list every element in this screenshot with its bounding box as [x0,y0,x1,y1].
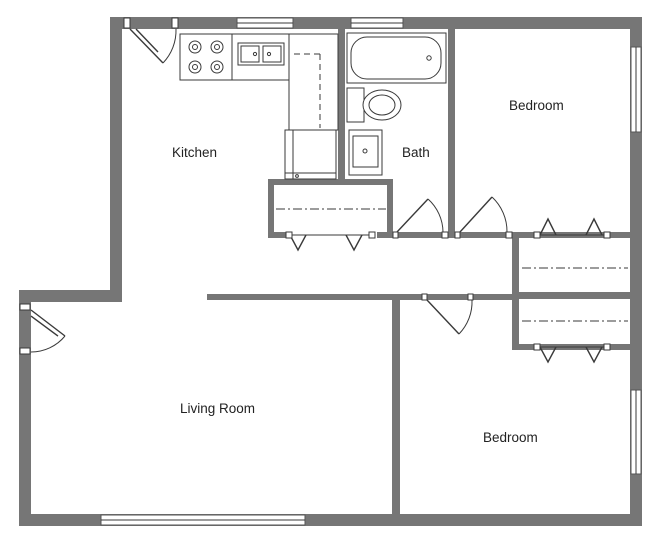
closet-rods [276,208,628,322]
wall-kitchen-closet-bottom-r [377,232,393,238]
lower-closet-doors [533,343,611,364]
stove [179,33,233,81]
burner-icon [210,40,224,54]
bath-fixtures [346,32,447,176]
toilet [362,89,402,121]
burner-icon [188,60,202,74]
room-label-bedroom-2: Bedroom [483,430,538,445]
wall-kitchen-left [110,17,122,302]
kitchen-fixtures [179,33,339,180]
wall-closets-left [512,232,519,350]
kitchen-closet-doors [285,231,376,252]
wall-step [19,290,122,302]
toilet-tank [346,87,365,123]
upper-closet-doors [533,217,611,239]
bathtub [346,32,447,84]
wall-living-bedroom [392,294,400,520]
room-label-bedroom-1: Bedroom [509,98,564,113]
wall-living-left [19,290,31,526]
bedroom-2-door [421,293,474,335]
entry-door-top [123,17,179,64]
room-label-living-room: Living Room [180,401,255,416]
wall-bath-lower-right [448,200,455,238]
room-label-kitchen: Kitchen [172,145,217,160]
burner-icon [210,60,224,74]
kitchen-sink [237,42,285,66]
wall-bath-left [338,29,345,181]
burner-icon [188,40,202,54]
bedroom-1-door [454,196,513,239]
wall-bath-right [448,29,455,234]
wall-kitchen-closet-bottom-l [268,232,288,238]
wall-bath-door-header [393,232,448,238]
bath-door [392,198,449,239]
entry-door-left [19,303,66,355]
wall-hall-living [207,294,512,300]
room-labels: Kitchen Bath Bedroom Bedroom Living Room [172,98,564,445]
wall-closets-divider [512,292,630,299]
counter-return [288,33,339,131]
room-label-bath: Bath [402,145,430,160]
windows [100,17,642,526]
wall-kitchen-closet-top [268,179,393,185]
doors [19,17,611,364]
wall-kitchen-closet-left [268,179,274,238]
wall-kitchen-closet-right [387,179,393,238]
